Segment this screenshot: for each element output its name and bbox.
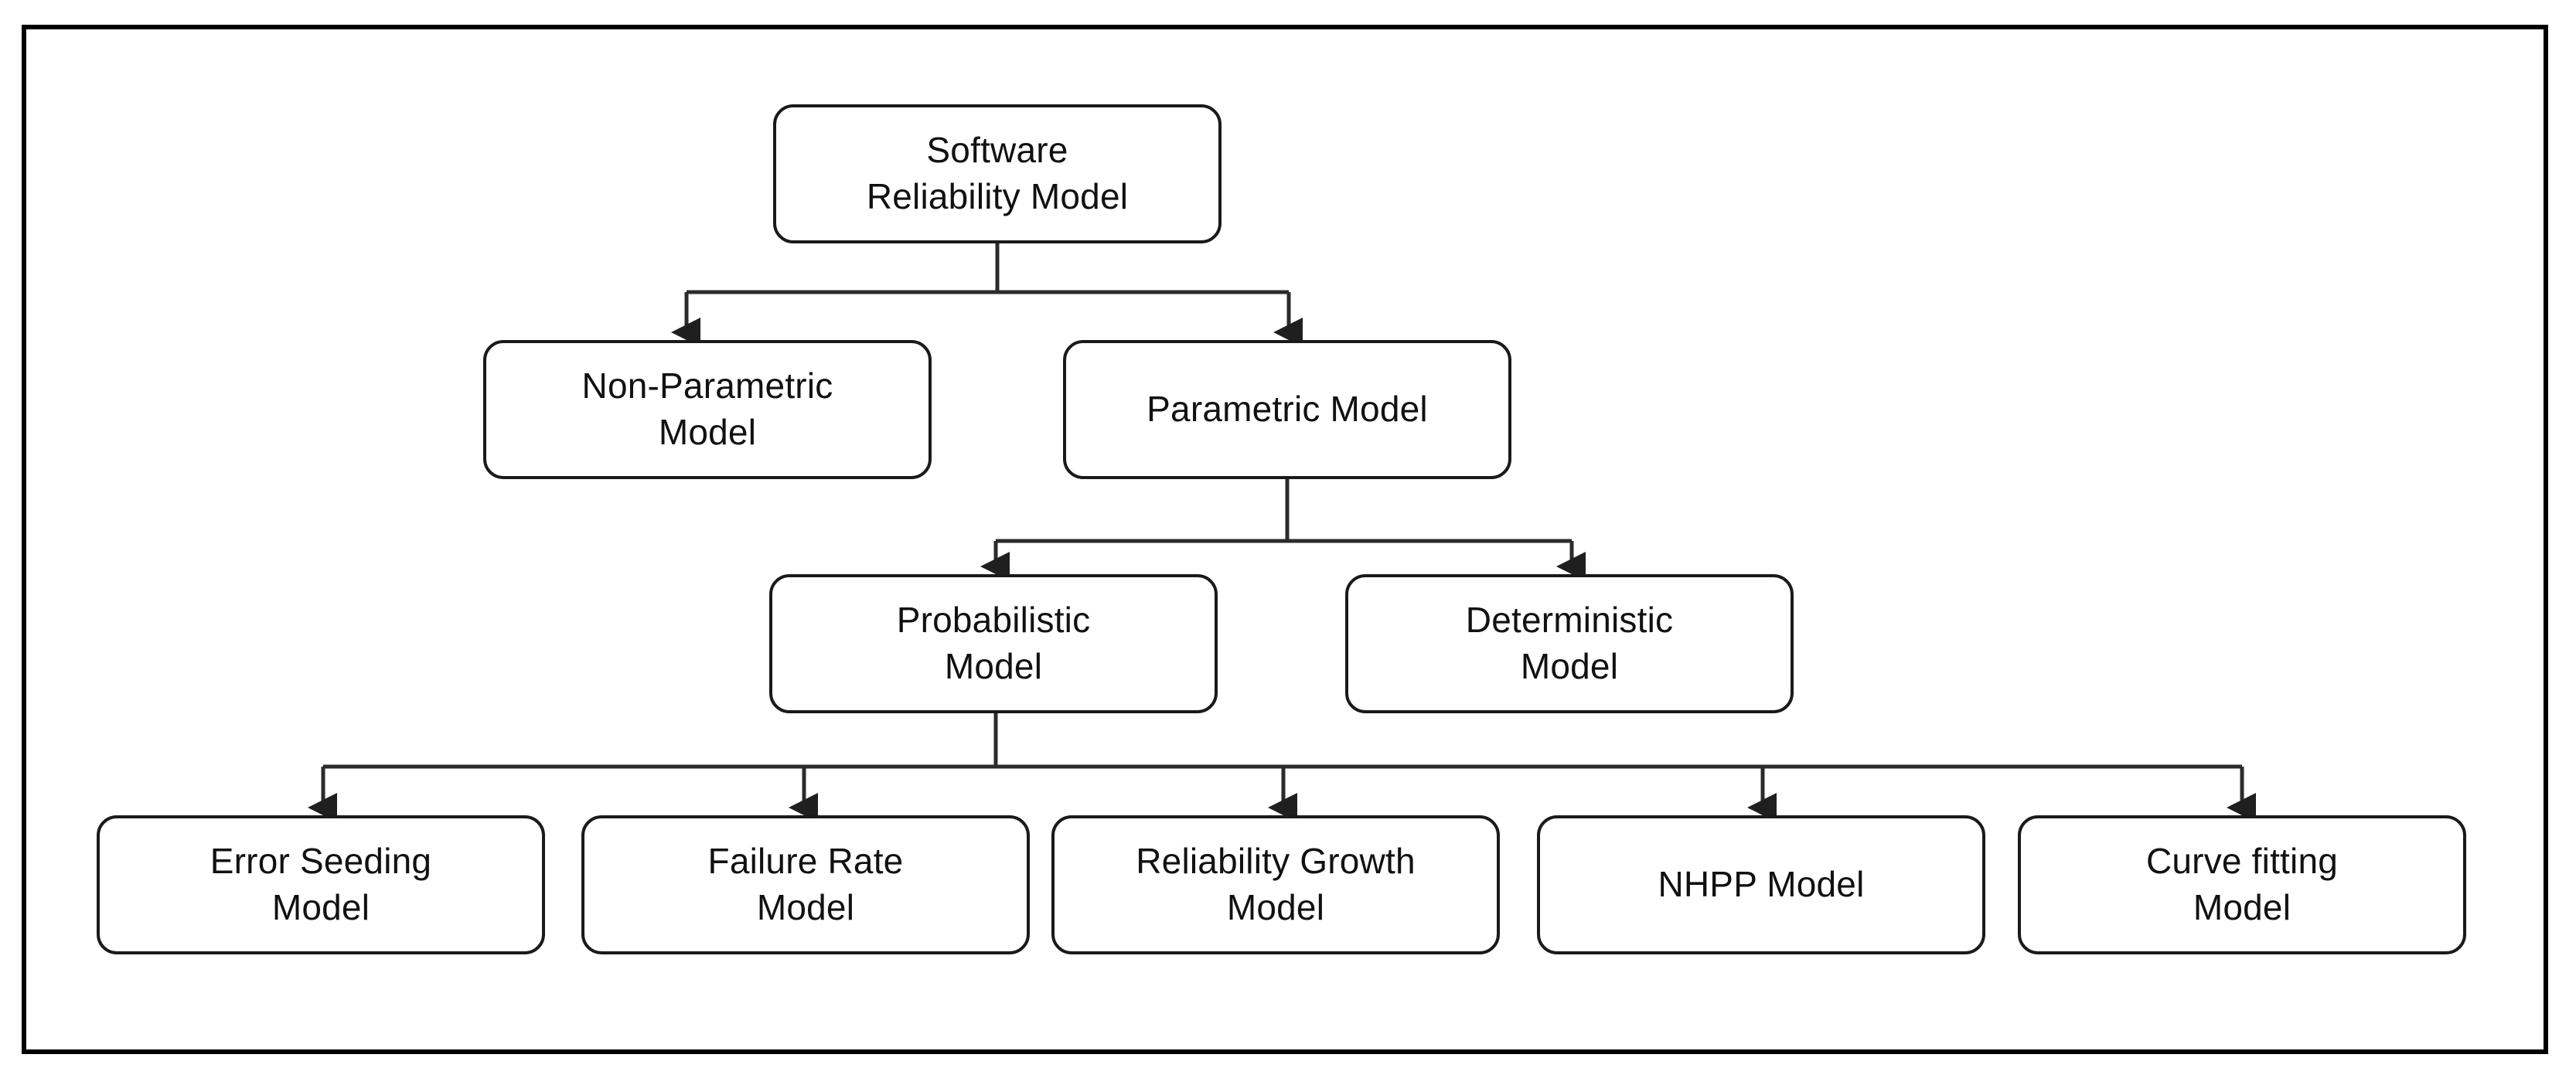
node-error-seeding-model[interactable]: Error Seeding Model [97,815,545,954]
node-failure-rate-model[interactable]: Failure Rate Model [581,815,1030,954]
node-curve-fitting-model[interactable]: Curve fitting Model [2018,815,2466,954]
node-probabilistic-model[interactable]: Probabilistic Model [769,574,1218,713]
node-parametric-model[interactable]: Parametric Model [1063,340,1511,479]
node-software-reliability-model[interactable]: Software Reliability Model [773,104,1222,243]
node-nhpp-model[interactable]: NHPP Model [1537,815,1985,954]
node-deterministic-model[interactable]: Deterministic Model [1345,574,1794,713]
node-reliability-growth-model[interactable]: Reliability Growth Model [1051,815,1500,954]
node-non-parametric-model[interactable]: Non-Parametric Model [483,340,932,479]
